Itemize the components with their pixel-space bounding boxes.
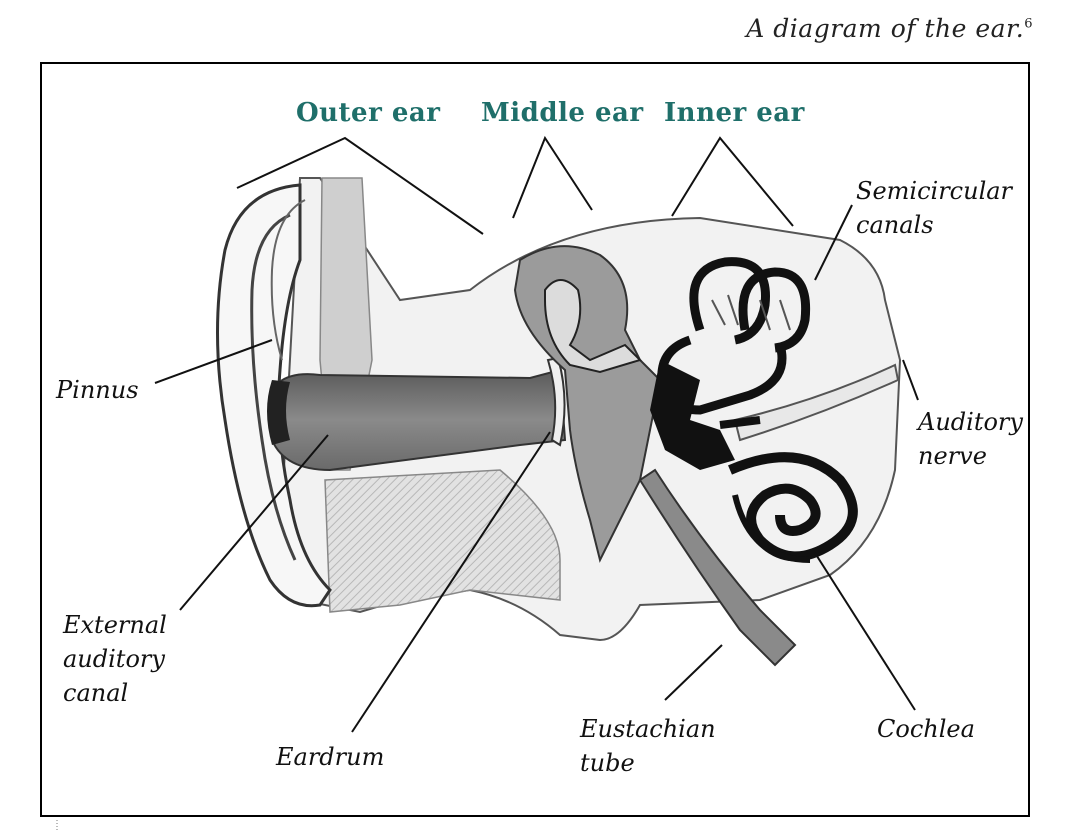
figure-caption: A diagram of the ear.6 <box>746 14 1033 43</box>
cochlea-shape <box>728 452 858 563</box>
caption-text: A diagram of the ear. <box>746 14 1025 43</box>
label-external-line-3: canal <box>63 679 129 707</box>
label-pinnus: Pinnus <box>56 376 139 404</box>
canal-opening <box>267 380 290 445</box>
auditory-nerve-shape <box>733 363 900 442</box>
label-semicircular-canals: Semicircular canals <box>856 174 1012 242</box>
label-auditory-nerve: Auditory nerve <box>918 405 1023 473</box>
label-external-line-2: auditory <box>63 645 165 673</box>
caption-footnote: 6 <box>1024 16 1033 32</box>
label-eardrum: Eardrum <box>276 743 385 771</box>
label-external-auditory-canal: External auditory canal <box>63 608 167 710</box>
pinna-inner-fold <box>250 213 297 561</box>
label-inner-ear: Inner ear <box>664 98 805 128</box>
label-eustachian-line-1: Eustachian <box>580 715 716 743</box>
label-outer-ear: Outer ear <box>296 98 441 128</box>
label-auditory-nerve-line-2: nerve <box>918 442 987 470</box>
label-eustachian-tube: Eustachian tube <box>580 712 716 780</box>
eustachian-tube-shape <box>638 468 797 667</box>
label-external-line-1: External <box>63 611 167 639</box>
label-auditory-nerve-line-1: Auditory <box>918 408 1023 436</box>
pinna-rim <box>270 199 306 361</box>
vestibule <box>650 360 735 470</box>
label-semicircular-line-2: canals <box>856 211 934 239</box>
label-cochlea: Cochlea <box>877 715 975 743</box>
label-pointers <box>154 204 919 733</box>
margin-tick-mark <box>56 820 58 831</box>
label-middle-ear: Middle ear <box>481 98 644 128</box>
ossicles <box>544 279 642 374</box>
label-semicircular-line-1: Semicircular <box>856 177 1013 205</box>
eardrum-shape <box>546 356 566 447</box>
region-pointers <box>236 135 794 235</box>
label-eustachian-line-2: tube <box>580 749 635 777</box>
